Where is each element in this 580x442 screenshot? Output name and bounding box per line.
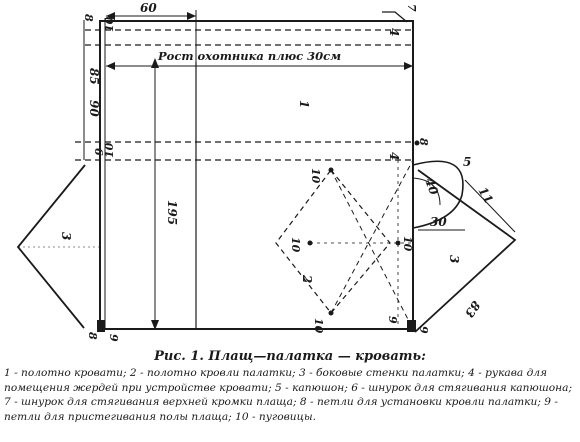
- label-num-8b: 8: [86, 332, 99, 340]
- hood-inner-arc: [412, 177, 441, 206]
- label-num-9b: 9: [386, 316, 399, 324]
- button-right-top: [414, 140, 420, 146]
- label-num-9c: 9: [417, 326, 430, 334]
- label-30: 30: [430, 215, 447, 229]
- cord-7: [382, 11, 408, 23]
- dim-line-11: [464, 179, 516, 233]
- arrow-195-bottom: [151, 320, 159, 330]
- label-num-2: 2: [300, 274, 314, 283]
- label-num-8a: 8: [82, 14, 95, 22]
- label-num-1: 1: [297, 100, 311, 108]
- label-num-10c: 10: [401, 236, 414, 252]
- label-60: 60: [140, 1, 157, 15]
- arrow-grow-left: [106, 62, 115, 70]
- figure-caption-title: Рис. 1. Плащ—палатка — кровать:: [154, 349, 426, 364]
- right-side-wall: [414, 169, 517, 333]
- loop-bottom-left: [97, 320, 105, 332]
- hood-arc: [412, 160, 464, 229]
- label-90: 90: [87, 100, 101, 117]
- label-85: 85: [87, 68, 101, 85]
- figure-legend: 1 - полотно кровати; 2 - полотно кровли …: [4, 367, 573, 423]
- roof-diag-1: [330, 169, 414, 330]
- label-grow: Рост охотника плюс 30см: [157, 49, 341, 63]
- button-4: [395, 240, 401, 246]
- label-10a: 10: [103, 16, 116, 32]
- label-num-10a: 10: [309, 168, 322, 184]
- label-num-3: 3: [59, 232, 73, 240]
- label-num-8c: 8: [417, 138, 430, 146]
- label-num-10d: 10: [312, 318, 325, 334]
- label-11: 11: [475, 185, 495, 206]
- arrow-60-right: [187, 12, 196, 20]
- label-num-4: 4: [387, 28, 401, 36]
- button-2: [328, 167, 334, 173]
- label-num-10b: 10: [289, 237, 302, 253]
- label-num-9: 9: [107, 334, 120, 342]
- roof-diag-2: [330, 159, 414, 314]
- label-10b: 10: [103, 142, 116, 158]
- label-num-6: 6: [92, 148, 105, 156]
- label-5: 5: [463, 155, 471, 169]
- label-num-3b: 3: [447, 255, 461, 263]
- label-83: 83: [462, 298, 483, 320]
- tent-cape-diagram: 60 195 85 90 10 10 Рост охотника плюс 30…: [16, 1, 517, 342]
- button-3: [328, 310, 334, 316]
- label-195: 195: [165, 200, 179, 225]
- label-40: 40: [422, 176, 441, 197]
- button-1: [307, 240, 313, 246]
- left-side-wall: [16, 164, 86, 329]
- label-num-4b: 4: [387, 152, 401, 160]
- cape-body-outline: [99, 20, 414, 330]
- arrow-60-left: [106, 12, 115, 20]
- loop-bottom-right: [407, 320, 416, 332]
- label-num-7: 7: [405, 4, 418, 12]
- arrow-grow-right: [404, 62, 413, 70]
